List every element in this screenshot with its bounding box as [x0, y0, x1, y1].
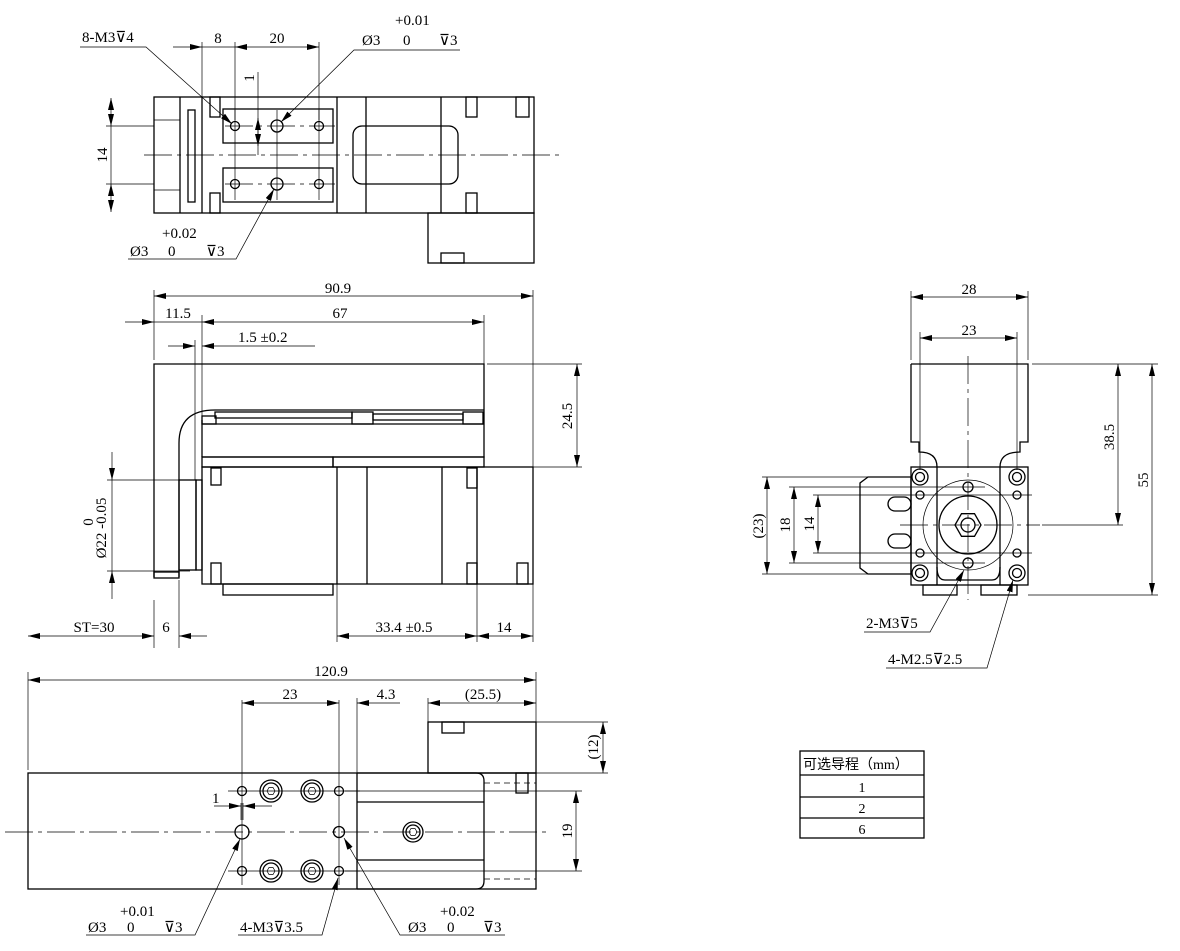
bottom-view: 120.9 23 4.3 (25.5) (12) 19 1 +0.01 Ø3 0…: [5, 664, 608, 936]
front-view: 28 23 38.5 55 (23) 18 14 2-M3⊽5 4-M2.5⊽2…: [751, 282, 1158, 669]
dim-19: 19: [560, 824, 576, 839]
dim-6: 6: [162, 620, 170, 636]
dim-14: 14: [95, 147, 111, 163]
callout-text: 2-M3⊽5: [866, 616, 918, 632]
dim-25-5: (25.5): [465, 687, 501, 703]
depth: ⊽3: [439, 33, 457, 49]
dim-23: 23: [283, 687, 298, 703]
dim-12: (12): [586, 735, 602, 760]
lower-tolerance: 0: [447, 920, 455, 936]
lower-tolerance: 0: [127, 920, 135, 936]
side-view: 90.9 11.5 67 1.5 ±0.2 24.5 0 Ø22 -0.05 S…: [28, 281, 582, 648]
dim-23-front: 23: [962, 323, 977, 339]
motor-box-top: [427, 212, 535, 264]
dim-67: 67: [333, 306, 349, 322]
top-view: 8 20 1 14 8-M3⊽4 +0.01 Ø3 0 ⊽3 +0.02 Ø3 …: [80, 13, 560, 264]
callout-text: 4-M2.5⊽2.5: [888, 652, 962, 668]
tolerance: +0.02: [440, 904, 475, 920]
corner-bolts: [911, 468, 1026, 582]
dim-stroke: ST=30: [74, 620, 115, 636]
tolerance: +0.02: [162, 226, 197, 242]
dim-38-5: 38.5: [1102, 424, 1118, 450]
callout-pin-hole-left: +0.01 Ø3 0 ⊽3: [86, 838, 241, 936]
callout-pin-hole-lower: +0.02 Ø3 0 ⊽3: [128, 188, 275, 260]
dim-18: 18: [778, 518, 794, 533]
diameter: Ø3: [362, 33, 380, 49]
dim-dia22-upper-tol: 0: [81, 518, 97, 526]
depth: ⊽3: [164, 920, 182, 936]
dim-20: 20: [270, 31, 285, 47]
bottom-body-outline: [27, 772, 537, 890]
callout-m2-5: 4-M2.5⊽2.5: [886, 579, 1014, 669]
tolerance: +0.01: [395, 13, 430, 29]
dim-14-side: 14: [497, 620, 513, 636]
table-header: 可选导程（mm）: [803, 757, 909, 773]
tolerance: +0.01: [120, 904, 155, 920]
lead-table: 可选导程（mm） 1 2 6: [799, 750, 925, 839]
dim-14-front: 14: [802, 516, 818, 532]
connector-box: [859, 476, 912, 575]
dim-33-4: 33.4 ±0.5: [376, 620, 433, 636]
hole-pattern-bottom: [234, 779, 424, 883]
table-row: 1: [859, 781, 866, 796]
dim-dia22: Ø22 -0.05: [94, 498, 110, 559]
dim-1-bottom: 1: [212, 791, 220, 807]
dim-4-3: 4.3: [377, 687, 396, 703]
table-row: 6: [859, 823, 866, 838]
depth: ⊽3: [206, 244, 224, 260]
dim-24-5: 24.5: [560, 403, 576, 429]
dim-28: 28: [962, 282, 977, 298]
lower-tolerance: 0: [168, 244, 176, 260]
dim-90-9: 90.9: [325, 281, 351, 297]
mounting-slot-lower: [222, 167, 334, 203]
callout-text: 8-M3⊽4: [82, 30, 134, 46]
diameter: Ø3: [88, 920, 106, 936]
dim-55: 55: [1136, 473, 1152, 488]
depth: ⊽3: [483, 920, 501, 936]
motor-box-bottom: [427, 721, 537, 774]
dim-23-ref: (23): [751, 514, 767, 539]
hex-nut-icon: [954, 513, 982, 537]
callout-m3: 2-M3⊽5: [864, 569, 965, 633]
callout-thread-bottom: 4-M3⊽3.5: [238, 877, 339, 936]
dim-1: 1: [242, 74, 258, 82]
dim-120-9: 120.9: [314, 664, 348, 680]
dim-11-5: 11.5: [165, 306, 191, 322]
callout-text: 4-M3⊽3.5: [240, 920, 303, 936]
diameter: Ø3: [130, 244, 148, 260]
callout-thread-top: 8-M3⊽4: [80, 30, 233, 125]
diameter: Ø3: [408, 920, 426, 936]
callout-pin-hole-upper: +0.01 Ø3 0 ⊽3: [280, 13, 460, 123]
lower-tolerance: 0: [403, 33, 411, 49]
dim-1-5: 1.5 ±0.2: [238, 330, 287, 346]
table-row: 2: [859, 802, 866, 817]
callout-pin-hole-right: +0.02 Ø3 0 ⊽3: [343, 837, 505, 936]
top-plate-outline: [153, 363, 485, 577]
upper-housing: [910, 363, 1029, 585]
dim-8: 8: [214, 31, 222, 47]
